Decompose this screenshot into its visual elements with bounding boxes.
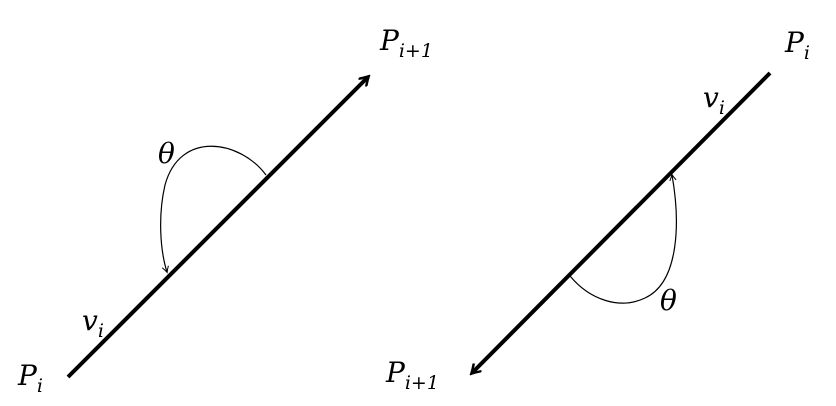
angle-arc bbox=[160, 145, 267, 274]
vector-line bbox=[66, 77, 368, 379]
angle-label: θ bbox=[158, 137, 175, 170]
vector-label: vi bbox=[82, 304, 104, 342]
left-diagram: θ vi Pi Pi+1 bbox=[17, 24, 433, 397]
end-point-label: Pi+1 bbox=[379, 24, 433, 62]
angle-arc bbox=[569, 173, 677, 304]
end-point-label: Pi+1 bbox=[385, 356, 439, 394]
start-point-label: Pi bbox=[784, 26, 810, 64]
right-diagram: θ vi Pi Pi+1 bbox=[385, 26, 810, 394]
vector-label: vi bbox=[703, 81, 725, 119]
start-point-label: Pi bbox=[17, 359, 43, 397]
angle-label: θ bbox=[660, 284, 677, 317]
vector-line bbox=[472, 71, 772, 373]
